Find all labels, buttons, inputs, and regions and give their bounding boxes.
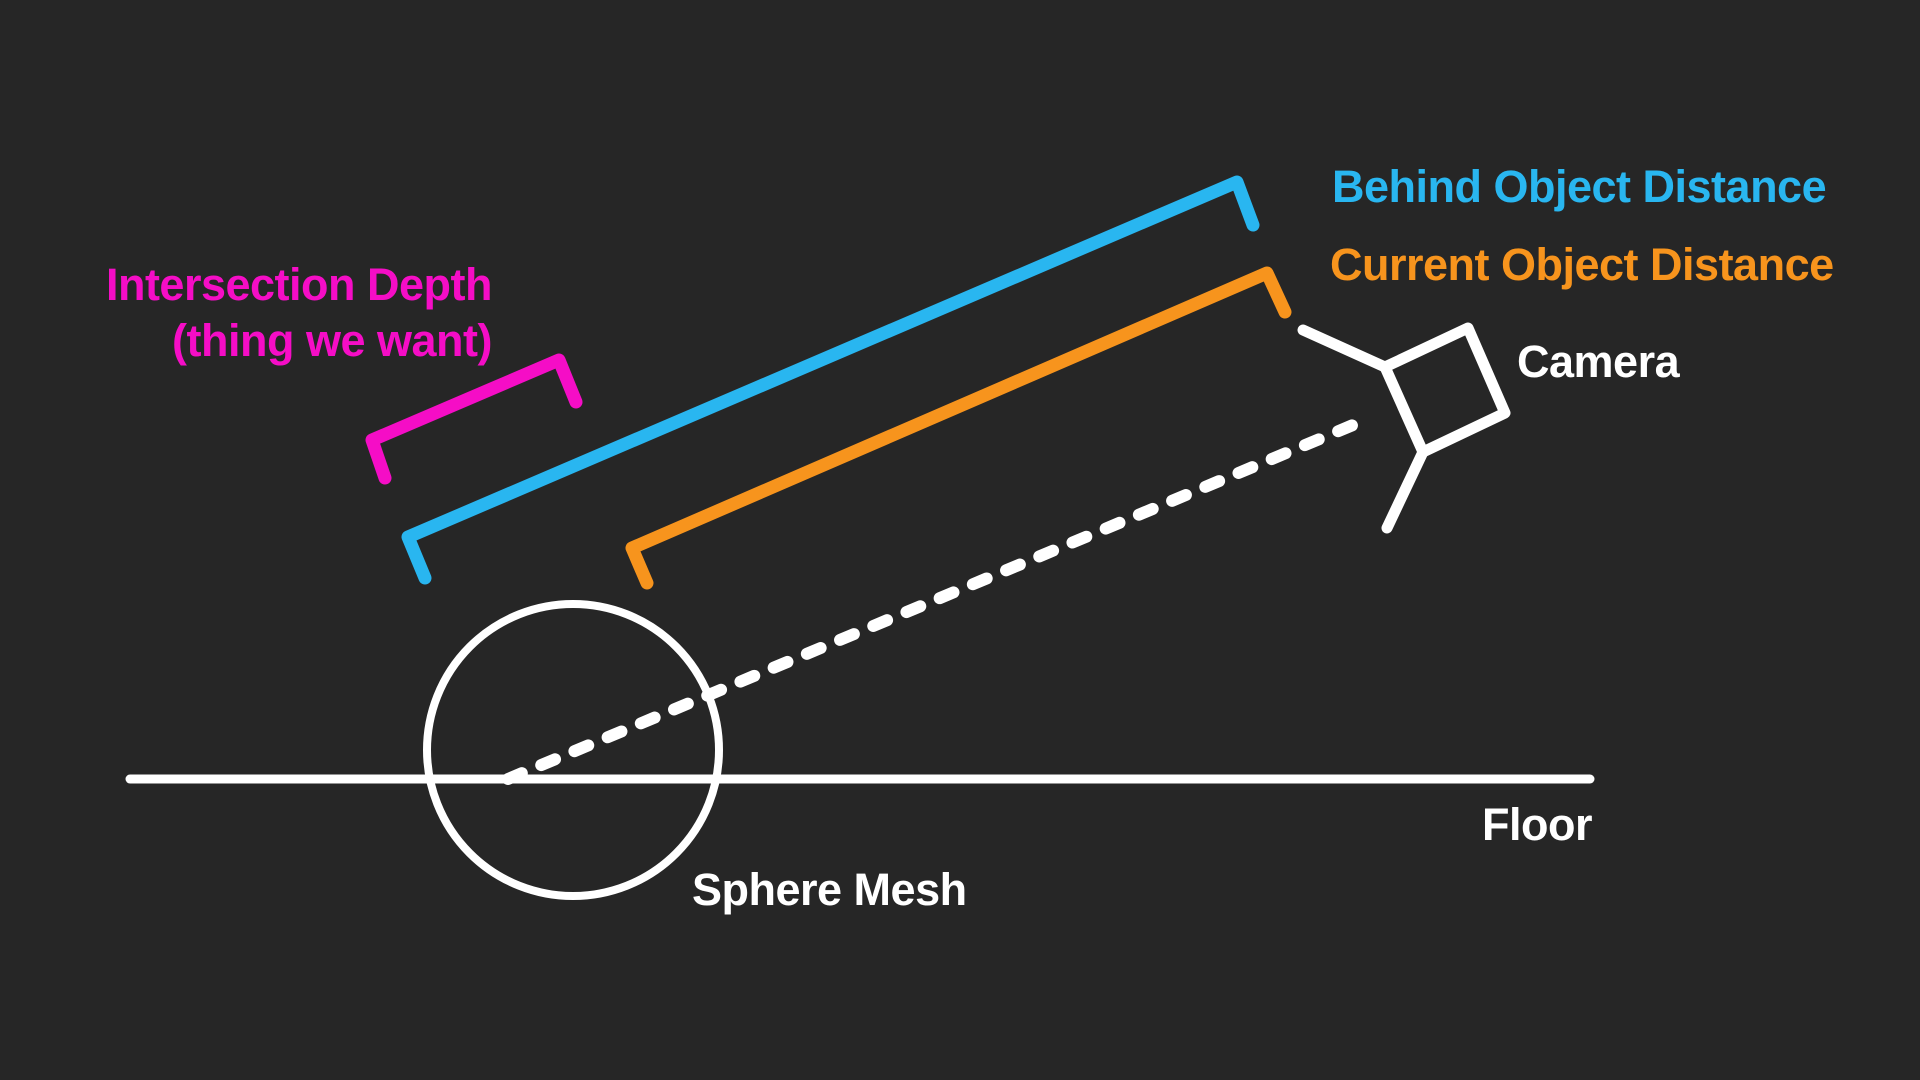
intersection-depth-label-line2: (thing we want) [172,315,492,366]
camera-lower-leg [1381,446,1429,534]
camera-ray-dashed-line [502,419,1359,785]
sphere-mesh-circle [423,600,723,900]
current-object-distance-bracket [625,266,1292,590]
behind-object-distance-label: Behind Object Distance [1332,161,1827,212]
camera-label: Camera [1517,336,1680,387]
behind-object-distance-bracket [401,175,1260,585]
sphere-mesh-label: Sphere Mesh [692,864,967,915]
camera-upper-leg [1297,324,1391,373]
camera-icon [1297,322,1511,534]
intersection-depth-label-line1: Intersection Depth [105,259,493,310]
floor-label: Floor [1482,799,1592,850]
current-object-distance-label: Current Object Distance [1330,239,1834,290]
intersection-depth-bracket [365,353,583,485]
intersection-depth-label: Intersection Depth (thing we want) [60,257,493,369]
camera-body-diamond [1379,322,1511,458]
